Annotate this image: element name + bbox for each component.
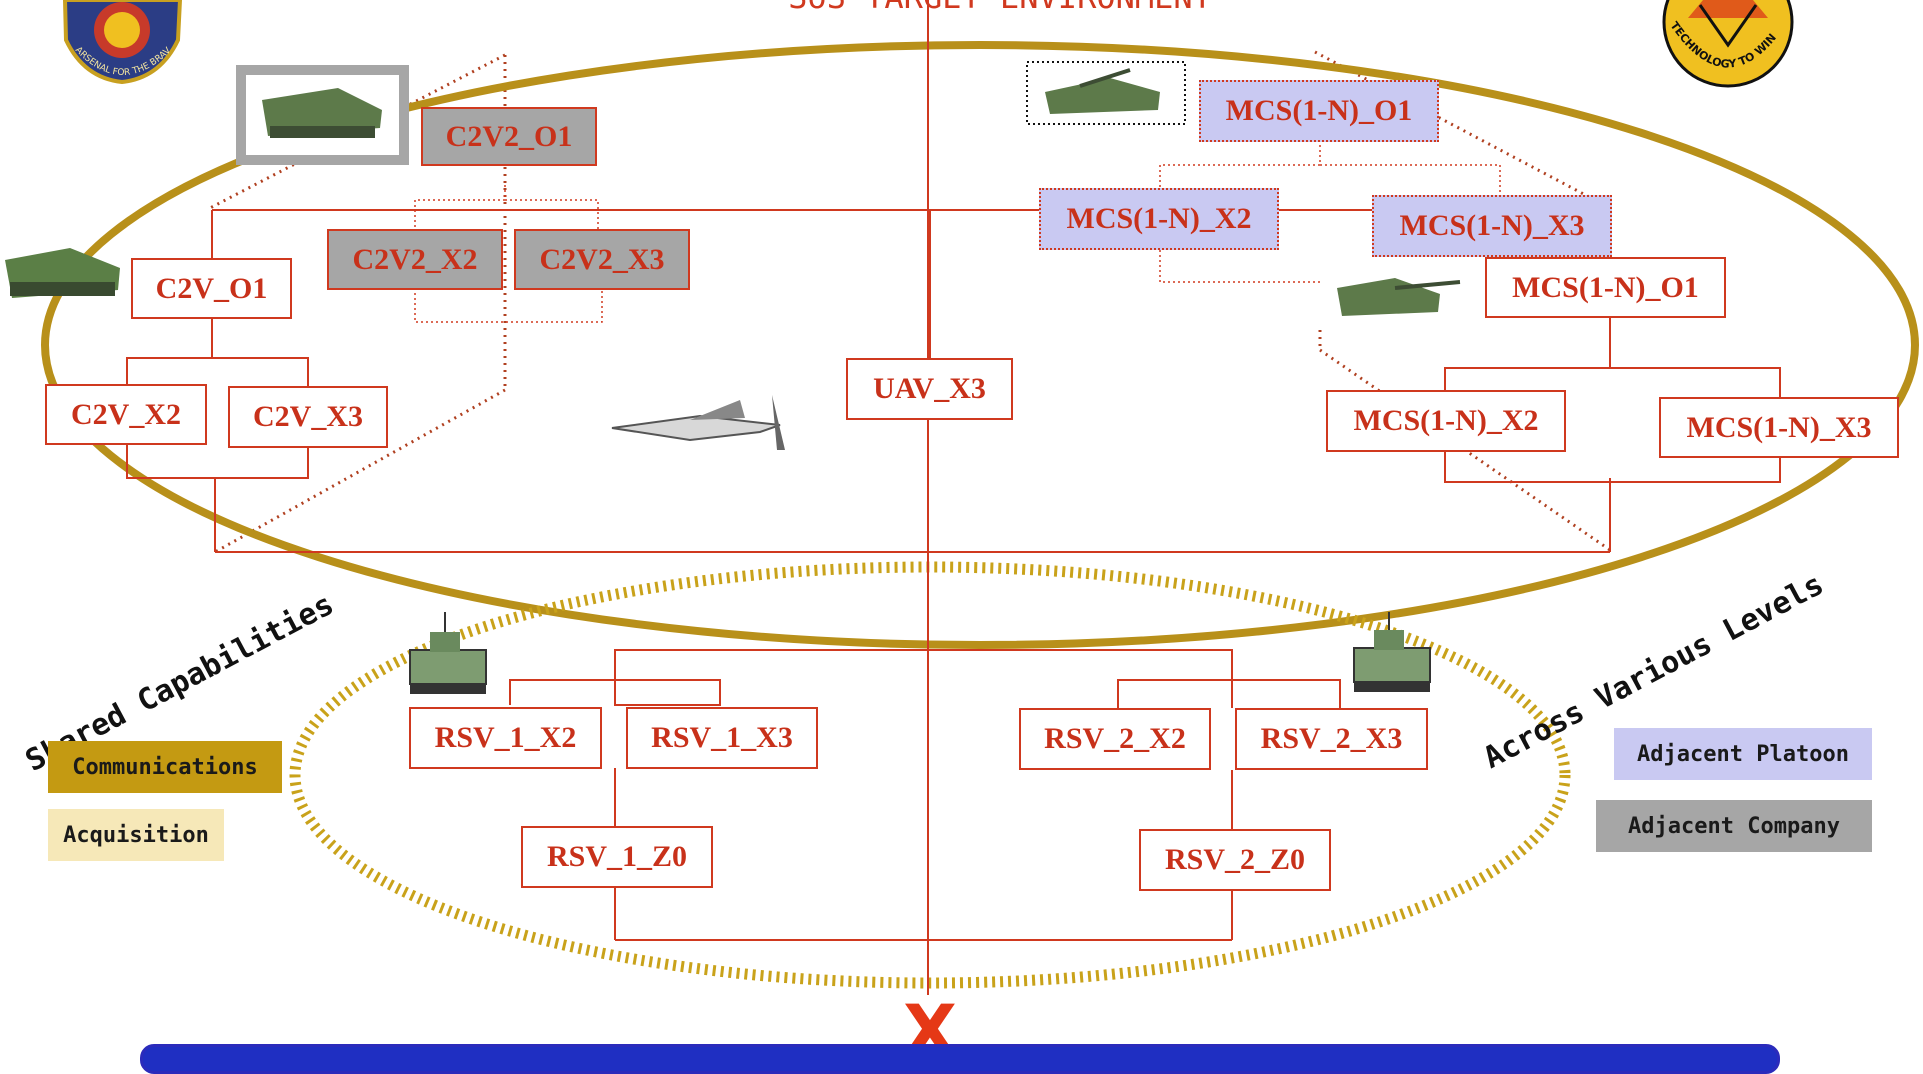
tank-icon-mcs [1337,278,1460,316]
node-c2v2-o1: C2V2_O1 [421,107,597,166]
legend-adjacent-platoon: Adjacent Platoon [1614,728,1872,780]
rsv-vehicle-icon-2 [1354,612,1430,692]
tank-icon-c2v2 [241,70,404,160]
node-mcs-adjacent-o1: MCS(1-N)_O1 [1199,80,1439,142]
rsv-vehicle-icon-1 [410,612,486,694]
legend-acquisition: Acquisition [48,809,224,861]
node-rsv2-z0: RSV_2_Z0 [1139,829,1331,891]
node-mcs-x2: MCS(1-N)_X2 [1326,390,1566,452]
node-c2v-x3: C2V_X3 [228,386,388,448]
node-c2v-x2: C2V_X2 [45,384,207,445]
node-c2v2-x2: C2V2_X2 [327,229,503,290]
node-rsv2-x2: RSV_2_X2 [1019,708,1211,770]
node-mcs-adjacent-x3: MCS(1-N)_X3 [1372,195,1612,257]
node-mcs-adjacent-x2: MCS(1-N)_X2 [1039,188,1279,250]
node-rsv1-x2: RSV_1_X2 [409,707,602,769]
node-rsv2-x3: RSV_2_X3 [1235,708,1428,770]
tank-icon-c2v [5,248,120,298]
node-c2v-o1: C2V_O1 [131,258,292,319]
legend-adjacent-company: Adjacent Company [1596,800,1872,852]
tank-icon-mcs-adjacent [1027,62,1185,124]
right-emblem-icon: TECHNOLOGY TO WIN [1664,0,1792,86]
section-boundary-ellipse [295,567,1565,983]
legend-communications: Communications [48,741,282,793]
node-rsv1-x3: RSV_1_X3 [626,707,818,769]
page-title: SoS TARGET ENVIRONMENT [700,0,1300,16]
node-uav-x3: UAV_X3 [846,358,1013,420]
bottom-bar [140,1044,1780,1074]
node-c2v2-x3: C2V2_X3 [514,229,690,290]
node-mcs-o1: MCS(1-N)_O1 [1485,257,1726,318]
left-emblem-icon: ARSENAL FOR THE BRAVE [0,0,180,82]
uav-icon [612,395,785,450]
node-mcs-x3: MCS(1-N)_X3 [1659,397,1899,458]
diagram-canvas: ARSENAL FOR THE BRAVE TECHNOLOGY TO WIN [0,0,1923,1052]
node-rsv1-z0: RSV_1_Z0 [521,826,713,888]
